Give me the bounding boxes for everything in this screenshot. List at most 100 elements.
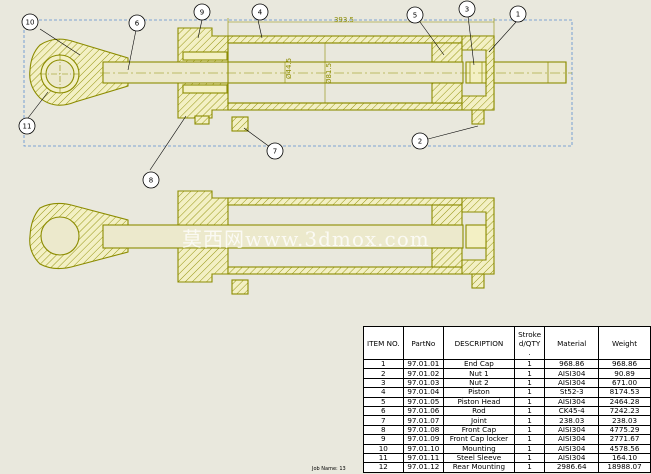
balloon-5-label: 5: [413, 12, 417, 20]
table-row[interactable]: 5 97.01.05 Piston Head 1 AISI304 2464.28: [363, 396, 651, 407]
section-view-top[interactable]: [29, 27, 572, 132]
header-description: DESCRIPTION: [443, 326, 515, 360]
cell-weight: 238.03: [598, 415, 651, 426]
front-cap-upper-2: [177, 190, 229, 226]
cell-desc: Front Cap locker: [443, 434, 515, 445]
cell-item: 7: [363, 415, 404, 426]
cell-material: AISI304: [544, 434, 600, 445]
overall-length-dim: 393.5: [334, 16, 354, 24]
balloon-5[interactable]: [406, 6, 424, 24]
table-row[interactable]: 10 97.01.10 Mounting 1 AISI304 4578.56: [363, 443, 651, 454]
section-view-bottom[interactable]: [29, 190, 495, 295]
piston-head-upper-2: [431, 204, 463, 226]
cell-weight: 8174.53: [598, 387, 651, 398]
barrel-bottom-wall: [227, 102, 495, 111]
cell-desc: Steel Sleeve: [443, 452, 515, 464]
cell-qty: 1: [513, 405, 546, 417]
table-row[interactable]: 3 97.01.03 Nut 2 1 AISI304 671.00: [363, 377, 651, 389]
cell-qty: 1: [513, 452, 546, 464]
cell-item: 10: [363, 443, 404, 454]
table-row[interactable]: 11 97.01.11 Steel Sleeve 1 AISI304 164.1…: [363, 452, 651, 464]
cell-item: 3: [363, 377, 404, 389]
eye-bore-circle-2: [40, 216, 80, 256]
cell-item: 5: [363, 396, 404, 407]
cell-item: 6: [363, 405, 404, 417]
cell-part: 97.01.04: [402, 387, 445, 398]
cell-item: 12: [363, 462, 404, 473]
cell-part: 97.01.06: [402, 405, 445, 417]
table-row[interactable]: 7 97.01.07 Joint 1 238.03 238.03: [363, 415, 651, 426]
cell-material: 238.03: [544, 415, 600, 426]
balloon-9[interactable]: [193, 3, 211, 21]
cell-material: AISI304: [544, 452, 600, 464]
cell-desc: Front Cap: [443, 424, 515, 436]
balloon-11[interactable]: [18, 117, 36, 135]
header-material: Material: [544, 326, 600, 360]
cell-part: 97.01.09: [402, 434, 445, 445]
cell-item: 11: [363, 452, 404, 464]
cell-weight: 4775.29: [598, 424, 651, 436]
cell-desc: End Cap: [443, 358, 515, 370]
cell-qty: 1: [513, 368, 546, 379]
table-row[interactable]: 12 97.01.12 Rear Mounting 1 2986.64 1898…: [363, 462, 651, 473]
balloon-3[interactable]: [458, 0, 476, 18]
balloon-7[interactable]: [266, 142, 284, 160]
barrel-bottom-wall-2: [227, 266, 495, 275]
cell-material: 968.86: [544, 358, 600, 370]
balloon-8[interactable]: [142, 171, 160, 189]
balloon-3-label: 3: [465, 6, 469, 14]
table-row[interactable]: 6 97.01.06 Rod 1 CK45-4 7242.23: [363, 405, 651, 417]
cell-material: AISI304: [544, 443, 600, 454]
header-item-no: ITEM NO.: [363, 326, 404, 360]
cell-weight: 968.86: [598, 358, 651, 370]
cell-desc: Piston Head: [443, 396, 515, 407]
cell-part: 97.01.10: [402, 443, 445, 454]
cell-material: AISI304: [544, 424, 600, 436]
cell-material: AISI304: [544, 396, 600, 407]
rod-2: [102, 224, 464, 249]
balloon-4[interactable]: [251, 3, 269, 21]
cell-desc: Rod: [443, 405, 515, 417]
table-row[interactable]: 8 97.01.08 Front Cap 1 AISI304 4775.29: [363, 424, 651, 436]
balloon-2[interactable]: [411, 132, 429, 150]
balloon-10[interactable]: [21, 13, 39, 31]
table-row[interactable]: 1 97.01.01 End Cap 1 968.86 968.86: [363, 358, 651, 370]
table-row[interactable]: 2 97.01.02 Nut 1 1 AISI304 90.89: [363, 368, 651, 379]
cell-item: 4: [363, 387, 404, 398]
piston-head-lower-2: [431, 247, 463, 268]
barrel-top-wall-2: [227, 197, 495, 206]
balloon-10-label: 10: [26, 19, 35, 27]
end-cap: [461, 35, 495, 111]
joint-fitting: [231, 116, 249, 132]
joint-fitting-2: [231, 279, 249, 295]
header-weight: Weight: [598, 326, 651, 360]
cell-qty: 1: [513, 443, 546, 454]
cell-qty: 1: [513, 434, 546, 445]
selection-box: [23, 19, 573, 147]
cell-qty: 1: [513, 387, 546, 398]
balloon-4-label: 4: [258, 9, 263, 17]
cell-qty: 1: [513, 462, 546, 473]
cell-weight: 7242.23: [598, 405, 651, 417]
balloon-6[interactable]: [128, 14, 146, 32]
balloon-9-label: 9: [200, 9, 204, 17]
cell-part: 97.01.07: [402, 415, 445, 426]
cell-qty: 1: [513, 358, 546, 370]
table-row[interactable]: 9 97.01.09 Front Cap locker 1 AISI304 27…: [363, 434, 651, 445]
table-row[interactable]: 4 97.01.04 Piston 1 St52-3 8174.53: [363, 387, 651, 398]
cell-material: AISI304: [544, 377, 600, 389]
cell-desc: Joint: [443, 415, 515, 426]
barrel-top-wall: [227, 35, 495, 44]
balloon-1[interactable]: [509, 5, 527, 23]
cell-part: 97.01.02: [402, 368, 445, 379]
nut-1: [465, 61, 487, 84]
rod: [102, 61, 464, 84]
balloon-11-label: 11: [23, 123, 32, 131]
cell-qty: 1: [513, 415, 546, 426]
cell-material: St52-3: [544, 387, 600, 398]
balloons[interactable]: [18, 0, 527, 189]
watermark: 莫西网www.3dmox.com: [182, 227, 430, 251]
cell-desc: Rear Mounting: [443, 462, 515, 473]
bore-diameter-dim: Ø81.5: [325, 63, 333, 84]
